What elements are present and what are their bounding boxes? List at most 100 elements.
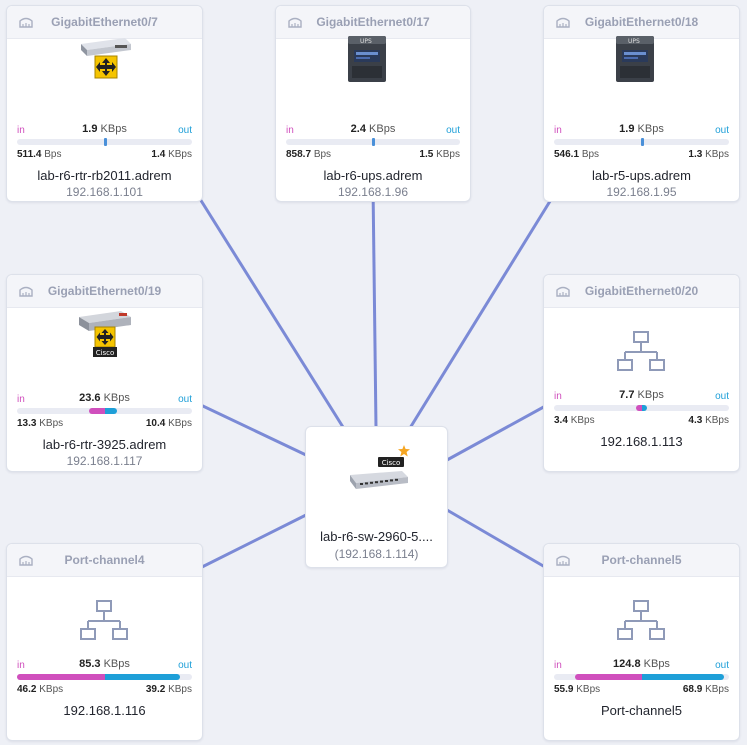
in-label: in — [286, 125, 294, 136]
in-traffic-value: 46.2 KBps — [17, 684, 64, 695]
traffic-marker — [640, 138, 644, 146]
card-header: GigabitEthernet0/19 — [7, 275, 202, 308]
network-icon — [617, 331, 665, 371]
in-traffic-segment — [575, 674, 642, 680]
central-switch-node[interactable]: Cisco lab-r6-sw-2960-5.... (192.168.1.11… — [305, 426, 448, 568]
device-hostname: lab-r6-rtr-rb2011.adrem — [37, 168, 172, 183]
port-icon — [288, 17, 302, 28]
device-hostname: lab-r6-ups.adrem — [323, 168, 423, 183]
out-traffic-segment — [104, 674, 180, 680]
out-traffic-value: 1.3 KBps — [688, 149, 729, 160]
traffic-bar — [17, 138, 192, 146]
device-ip: 192.168.1.117 — [66, 454, 143, 468]
device-ip: 192.168.1.95 — [606, 185, 677, 199]
out-label: out — [446, 125, 460, 136]
card-header: Port-channel4 — [7, 544, 202, 577]
traffic-bar — [554, 138, 729, 146]
card-header: GigabitEthernet0/20 — [544, 275, 739, 308]
device-card-gi07[interactable]: GigabitEthernet0/7 in 1.9 KBps out 511.4… — [6, 5, 203, 202]
device-card-po4[interactable]: Port-channel4 in 85.3 KBps out 46.2 KBps… — [6, 543, 203, 741]
cisco-badge: Cisco — [382, 459, 401, 467]
traffic-bar — [17, 674, 192, 680]
port-icon — [556, 286, 570, 297]
in-traffic-segment — [88, 408, 105, 414]
center-ip: (192.168.1.114) — [334, 547, 419, 561]
device-hostname: 192.168.1.113 — [600, 434, 683, 449]
out-traffic-value: 4.3 KBps — [688, 415, 729, 426]
in-label: in — [17, 394, 25, 405]
traffic-bar — [554, 674, 729, 680]
device-card-gi018[interactable]: GigabitEthernet0/18 UPS in 1.9 KBps out … — [543, 5, 740, 202]
in-traffic-value: 546.1 Bps — [554, 149, 600, 160]
ups-icon: UPS — [616, 36, 654, 82]
port-icon — [556, 17, 570, 28]
interface-name: GigabitEthernet0/18 — [584, 15, 699, 29]
link-line-po4 — [199, 513, 307, 570]
in-traffic-value: 511.4 Bps — [17, 149, 62, 160]
out-traffic-value: 10.4 KBps — [145, 418, 192, 429]
in-label: in — [554, 660, 562, 671]
traffic-summary: in 23.6 KBps out 13.3 KBps 10.4 KBps — [17, 392, 192, 431]
device-hostname: 192.168.1.116 — [63, 703, 146, 718]
in-traffic-segment — [17, 674, 105, 680]
device-card-po5[interactable]: Port-channel5 in 124.8 KBps out 55.9 KBp… — [543, 543, 740, 741]
device-hostname: lab-r5-ups.adrem — [592, 168, 691, 183]
out-traffic-value: 68.9 KBps — [682, 684, 729, 695]
port-icon — [19, 17, 33, 28]
traffic-bar — [286, 138, 460, 146]
out-traffic-value: 39.2 KBps — [145, 684, 192, 695]
traffic-summary: in 1.9 KBps out 546.1 Bps 1.3 KBps — [554, 123, 729, 162]
out-traffic-segment — [641, 674, 724, 680]
link-line-gi017 — [371, 184, 378, 429]
device-card-gi020[interactable]: GigabitEthernet0/20 in 7.7 KBps out 3.4 … — [543, 274, 740, 472]
out-label: out — [178, 125, 192, 136]
interface-name: GigabitEthernet0/19 — [47, 284, 162, 298]
device-hostname: Port-channel5 — [601, 703, 682, 718]
traffic-bar — [17, 408, 192, 414]
link-line-gi019 — [185, 396, 307, 457]
link-line-gi018 — [408, 184, 562, 429]
interface-name: Port-channel5 — [601, 553, 682, 567]
in-traffic-value: 13.3 KBps — [17, 418, 64, 429]
card-header: GigabitEthernet0/17 — [276, 6, 470, 39]
in-label: in — [554, 391, 562, 402]
cisco-badge: Cisco — [96, 349, 115, 357]
total-traffic: 1.9 KBps — [619, 123, 664, 135]
router-icon — [81, 38, 131, 79]
device-ip: 192.168.1.101 — [66, 185, 143, 199]
link-line-po5 — [446, 508, 546, 569]
cisco-router-icon: Cisco — [79, 311, 131, 357]
out-traffic-segment — [104, 408, 117, 414]
traffic-summary: in 1.9 KBps out 511.4 Bps 1.4 KBps — [17, 123, 192, 162]
card-header: GigabitEthernet0/18 — [544, 6, 739, 39]
interface-name: GigabitEthernet0/20 — [584, 284, 699, 298]
in-traffic-value: 3.4 KBps — [554, 415, 595, 426]
in-traffic-value: 858.7 Bps — [286, 149, 332, 160]
in-label: in — [17, 125, 25, 136]
total-traffic: 85.3 KBps — [79, 658, 130, 670]
total-traffic: 124.8 KBps — [613, 658, 670, 670]
out-label: out — [715, 391, 729, 402]
in-label: in — [17, 660, 25, 671]
out-label: out — [715, 660, 729, 671]
ups-label: UPS — [360, 38, 372, 45]
device-card-gi017[interactable]: GigabitEthernet0/17 UPS in 2.4 KBps out … — [275, 5, 471, 202]
port-icon — [556, 555, 570, 566]
interface-name: GigabitEthernet0/17 — [316, 15, 430, 29]
card-header: Port-channel5 — [544, 544, 739, 577]
link-line-gi020 — [446, 396, 561, 462]
traffic-marker — [103, 138, 107, 146]
total-traffic: 23.6 KBps — [79, 392, 130, 404]
interface-name: Port-channel4 — [64, 553, 145, 567]
total-traffic: 7.7 KBps — [619, 389, 664, 401]
traffic-summary: in 85.3 KBps out 46.2 KBps 39.2 KBps — [17, 658, 192, 697]
interface-name: GigabitEthernet0/7 — [51, 15, 158, 29]
in-label: in — [554, 125, 562, 136]
out-label: out — [178, 660, 192, 671]
port-icon — [19, 555, 33, 566]
device-card-gi019[interactable]: GigabitEthernet0/19 Cisco in 23.6 KBps o… — [6, 274, 203, 472]
traffic-summary: in 2.4 KBps out 858.7 Bps 1.5 KBps — [286, 123, 460, 162]
in-traffic-value: 55.9 KBps — [554, 684, 601, 695]
card-header: GigabitEthernet0/7 — [7, 6, 202, 39]
traffic-marker — [372, 138, 375, 146]
